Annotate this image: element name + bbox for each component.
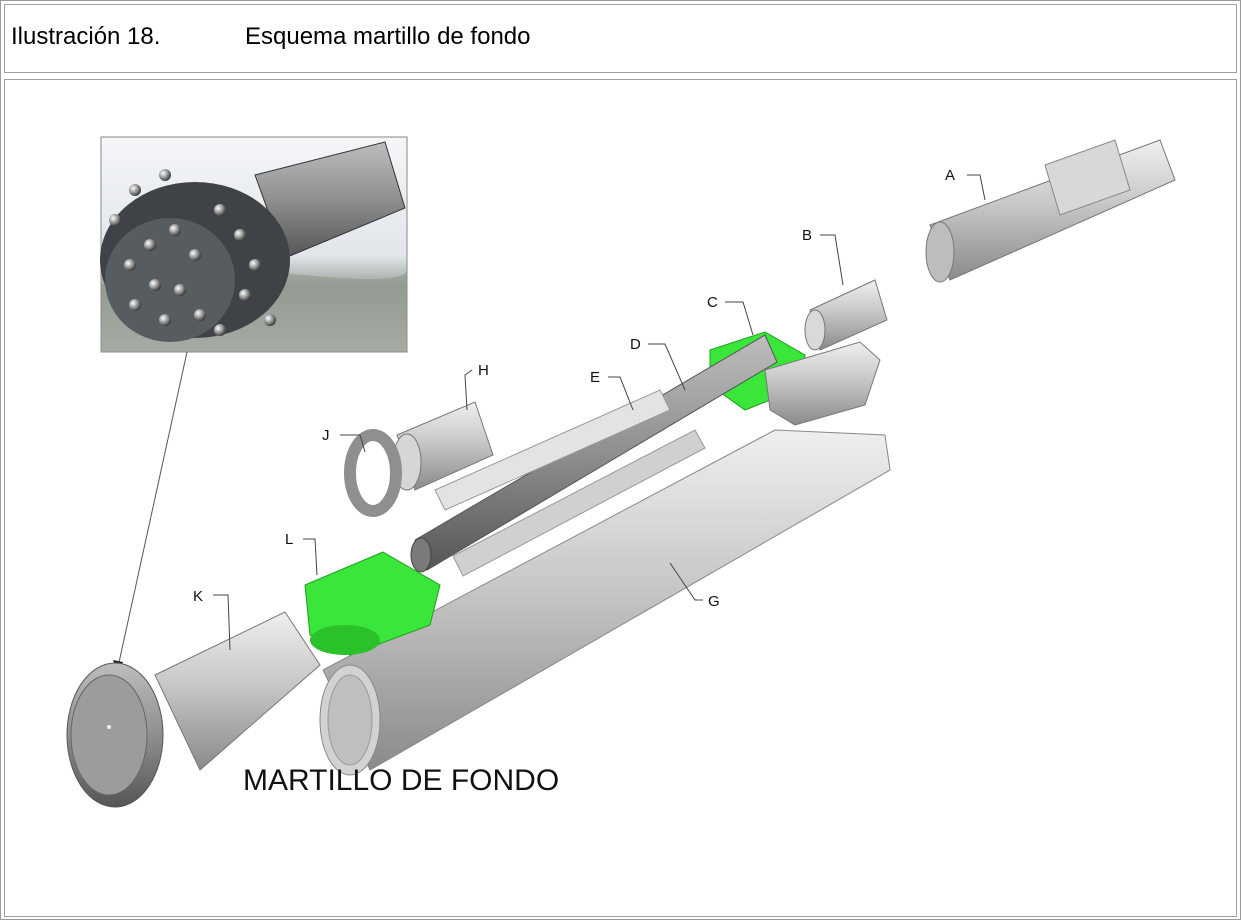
figure-title: Esquema martillo de fondo xyxy=(245,23,531,50)
label-d: D xyxy=(630,336,641,353)
label-j: J xyxy=(322,427,330,444)
label-k: K xyxy=(193,588,203,605)
drill-bit-photo xyxy=(100,136,408,353)
part-k-drill-bit xyxy=(66,611,321,808)
callout-lines xyxy=(213,174,986,651)
part-j-retaining-ring xyxy=(344,429,402,517)
label-b: B xyxy=(802,227,812,244)
part-a-top-sub xyxy=(925,139,1176,283)
label-a: A xyxy=(945,167,955,184)
diagram-title: MARTILLO DE FONDO xyxy=(243,764,559,797)
label-c: C xyxy=(707,294,718,311)
part-b-check-valve xyxy=(804,279,888,351)
label-h: H xyxy=(478,362,489,379)
exploded-diagram: A B C D E G H J L K MARTILLO DE FONDO xyxy=(66,136,1176,808)
label-e: E xyxy=(590,369,600,386)
leader-line xyxy=(117,351,188,668)
label-g: G xyxy=(708,593,720,610)
part-e-inner-cylinder xyxy=(434,389,706,577)
part-g-casing xyxy=(319,429,891,776)
part-upper-chuck xyxy=(764,341,881,426)
part-l-green-split-ring xyxy=(304,551,441,656)
label-l: L xyxy=(285,531,293,548)
diagram-cell: A B C D E G H J L K MARTILLO DE FONDO xyxy=(4,79,1237,917)
figure-number: Ilustración 18. xyxy=(11,23,161,50)
caption-row: Ilustración 18. Esquema martillo de fond… xyxy=(4,4,1237,73)
